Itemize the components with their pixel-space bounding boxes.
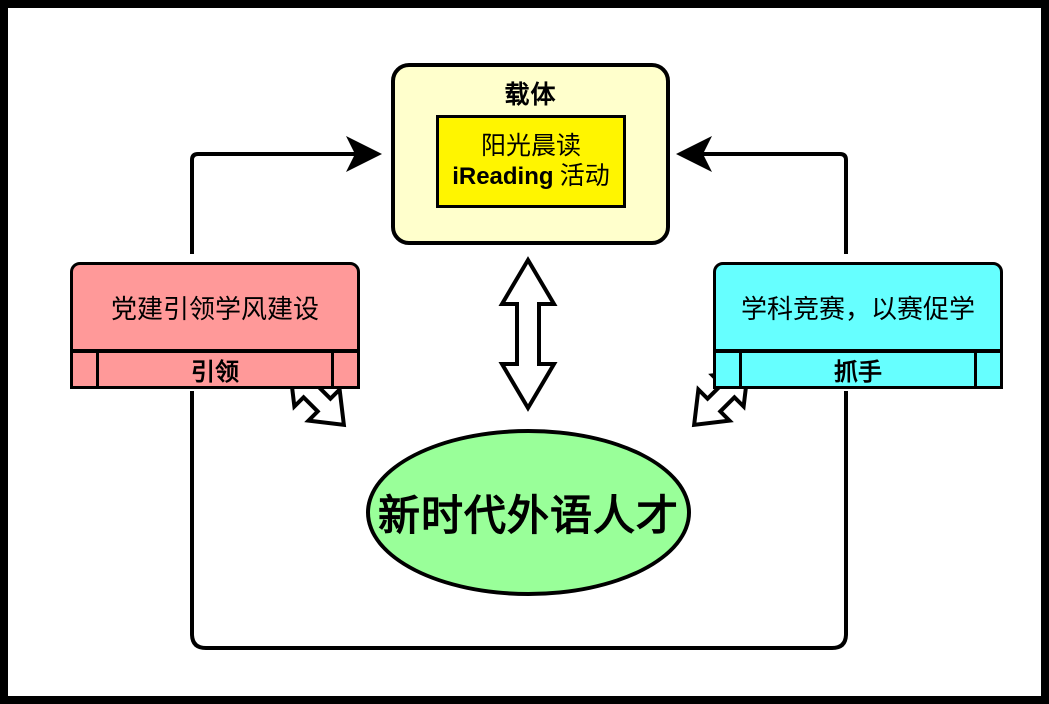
carrier-activity-suffix: 活动	[559, 162, 610, 190]
carrier-activity-box: 阳光晨读 iReading 活动	[436, 115, 626, 208]
center-goal-ellipse: 新时代外语人才	[366, 429, 691, 596]
carrier-activity-line1: 阳光晨读	[480, 133, 581, 160]
right-banner-cap-end	[974, 353, 1000, 386]
right-pillar-heading: 学科竞赛，以赛促学	[713, 262, 1003, 352]
left-banner-cap-end	[331, 353, 357, 386]
right-pillar-box: 学科竞赛，以赛促学 抓手	[713, 262, 1003, 389]
carrier-box: 载体 阳光晨读 iReading 活动	[391, 63, 670, 245]
connector-bottom-loop	[190, 391, 848, 650]
carrier-title: 载体	[504, 81, 557, 109]
right-pillar-banner: 抓手	[713, 350, 1003, 389]
left-banner-label: 引领	[99, 353, 331, 386]
carrier-activity-en: iReading	[452, 162, 554, 190]
left-pillar-box: 党建引领学风建设 引领	[70, 262, 360, 389]
connector-right-to-carrier	[676, 136, 848, 254]
right-banner-cap-start	[716, 353, 742, 386]
left-banner-cap-start	[73, 353, 99, 386]
connector-layer	[190, 136, 848, 650]
right-banner-label: 抓手	[742, 353, 974, 386]
arrow-carrier-to-center	[498, 256, 558, 412]
left-pillar-banner: 引领	[70, 350, 360, 389]
connector-left-to-carrier	[190, 136, 382, 254]
left-pillar-heading: 党建引领学风建设	[70, 262, 360, 352]
diagram-stage: 载体 阳光晨读 iReading 活动 党建引领学风建设 引领 学科竞赛，以赛促…	[8, 8, 1041, 696]
carrier-activity-line2: iReading 活动	[452, 162, 610, 192]
center-goal-label: 新时代外语人才	[377, 494, 679, 540]
